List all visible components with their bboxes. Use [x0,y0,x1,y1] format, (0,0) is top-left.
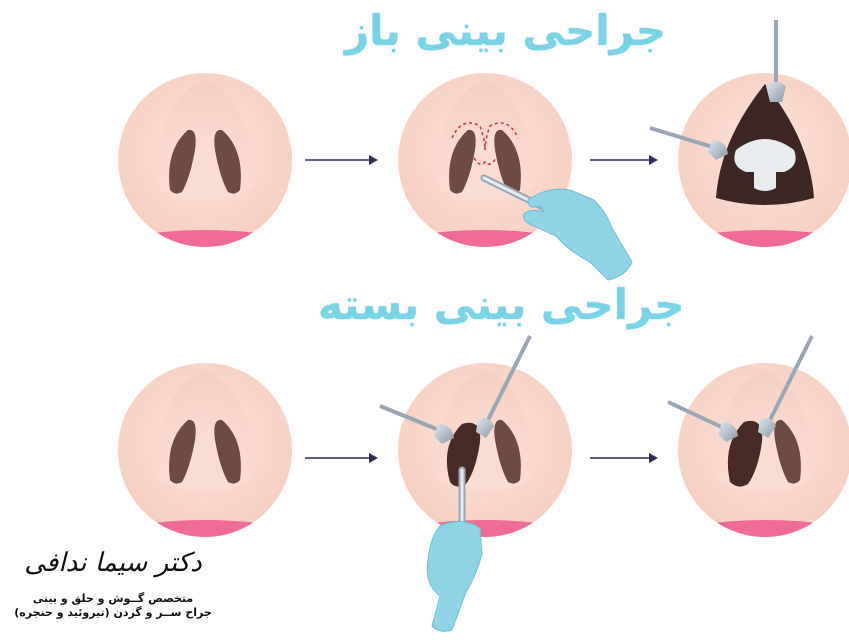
lip-shape [120,230,290,260]
nose-circle-open-3 [678,73,849,260]
doctor-surgery: جراح ســر و گردن (تیروئید و حنجره) [8,606,218,620]
glove-hand-icon [524,189,632,280]
arrow-right-icon [590,453,658,463]
nose-circle-closed-1 [118,363,292,550]
nose-circle-closed-2 [398,363,572,550]
doctor-signature: دکتر سیما ندافی متخصص گــوش و حلق و بینی… [8,548,218,620]
arrow-right-icon [305,155,378,165]
glove-hand-icon [427,521,482,631]
arrow-right-icon [590,155,658,165]
arrow-right-icon [305,453,378,463]
nose-circle-open-1 [118,73,292,260]
nose-circle-closed-3 [678,363,849,550]
doctor-specialty: متخصص گــوش و حلق و بینی [8,592,218,606]
doctor-name: دکتر سیما ندافی [8,548,218,578]
